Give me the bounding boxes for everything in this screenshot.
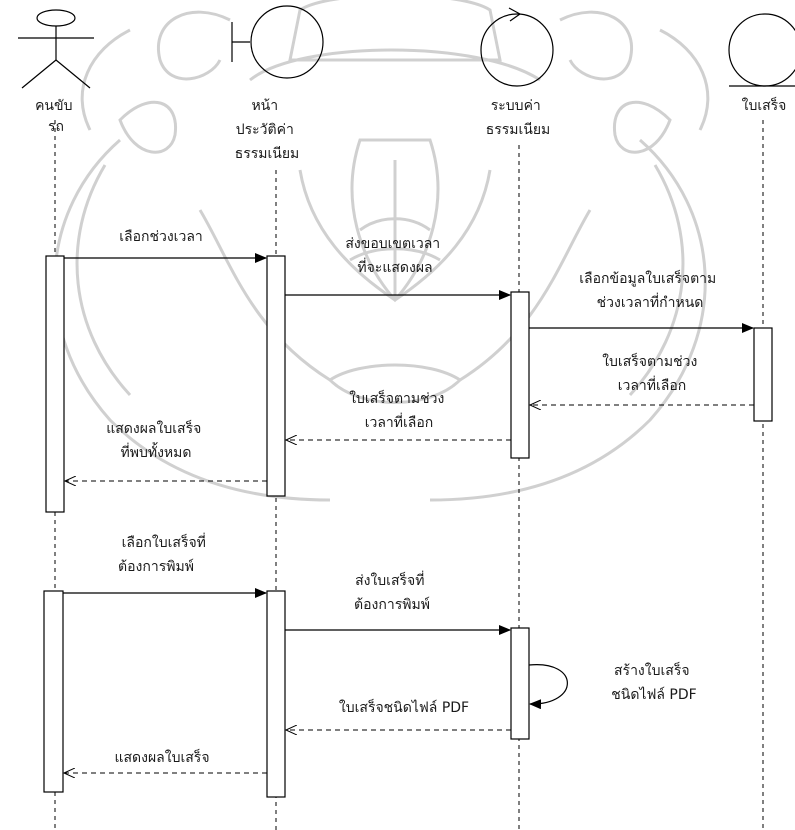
message-arrow-m9-self [528, 664, 568, 710]
activation-page-2 [266, 590, 286, 798]
message-label-m11: แสดงผลใบเสร็จ [114, 748, 209, 766]
message-label-m2: ส่งขอบเขตเวลา ที่จะแสดงผล [345, 236, 444, 276]
activation-system-1 [510, 291, 530, 459]
control-icon [480, 13, 554, 87]
activation-driver-2 [43, 590, 64, 793]
lifeline-label-driver: คนขับ รถ [35, 98, 77, 135]
message-label-m9: สร้างใบเสร็จ ชนิดไฟล์ PDF [611, 661, 696, 703]
entity-icon [728, 13, 795, 87]
activation-receipt-1 [753, 327, 773, 422]
lifeline-label-fee-system: ระบบค่า ธรรมเนียม [486, 98, 551, 138]
activation-system-2 [510, 627, 530, 740]
message-label-m10: ใบเสร็จชนิดไฟล์ PDF [339, 698, 469, 716]
boundary-fee-history-page [231, 5, 324, 79]
entity-receipt [728, 13, 795, 87]
actor-head-icon [36, 9, 76, 27]
message-label-m8: ส่งใบเสร็จที่ ต้องการพิมพ์ [354, 571, 430, 613]
message-label-m4: ใบเสร็จตามช่วง เวลาที่เลือก [602, 352, 702, 394]
activation-page-1 [266, 255, 286, 497]
lifeline-label-receipt: ใบเสร็จ [742, 96, 787, 114]
message-label-m5: ใบเสร็จตามช่วง เวลาที่เลือก [349, 389, 449, 431]
control-fee-system [480, 7, 554, 87]
activation-driver-1 [45, 255, 65, 513]
message-label-m7: เลือกใบเสร็จที่ ต้องการพิมพ์ [118, 533, 210, 575]
message-label-m3: เลือกข้อมูลใบเสร็จตาม ช่วงเวลาที่กำหนด [579, 269, 720, 311]
actor-driver [18, 9, 94, 89]
boundary-icon [250, 5, 324, 79]
lifeline-label-fee-history-page: หน้า ประวัติค่า ธรรมเนียม [235, 98, 300, 162]
message-label-m1: เลือกช่วงเวลา [119, 229, 203, 245]
watermark-emblem [53, 0, 710, 502]
message-label-m6: แสดงผลใบเสร็จ ที่พบทั้งหมด [106, 419, 206, 461]
